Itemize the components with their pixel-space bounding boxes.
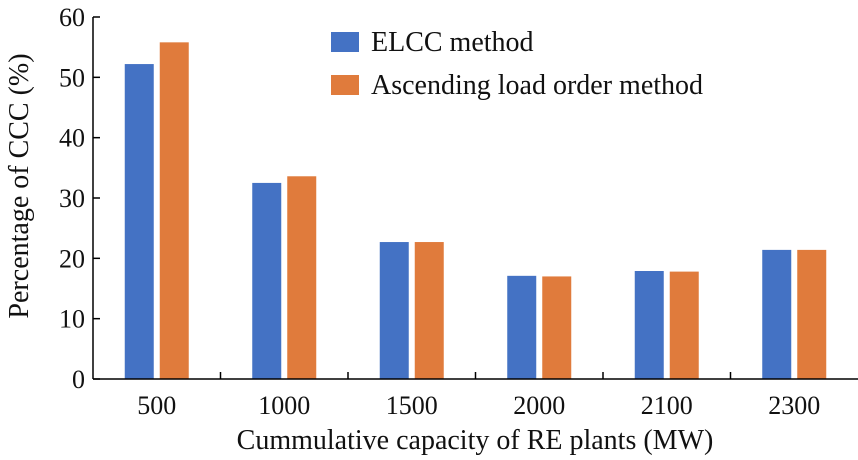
x-tick-label-1500: 1500 [386, 391, 438, 420]
bar-ascending-2300 [797, 249, 827, 379]
y-tick-label-50: 50 [59, 63, 85, 92]
legend-swatch-elcc [331, 32, 359, 52]
legend-label-elcc: ELCC method [371, 27, 534, 58]
bar-ascending-1000 [287, 176, 317, 379]
x-tick-label-2000: 2000 [513, 391, 565, 420]
bar-elcc-2100 [634, 271, 664, 379]
bar-elcc-2000 [507, 275, 537, 379]
bar-elcc-1000 [252, 182, 282, 379]
y-tick-label-0: 0 [72, 365, 85, 394]
bar-elcc-1500 [379, 242, 409, 379]
bar-elcc-2300 [762, 249, 792, 379]
y-tick-label-10: 10 [59, 305, 85, 334]
bar-elcc-500 [124, 64, 154, 379]
bars-group [124, 42, 827, 380]
bar-ascending-1500 [414, 242, 444, 379]
ticks-group: 0 10 20 30 40 50 60 500 1000 1500 2000 2100 2300 [59, 3, 820, 420]
x-axis-title: Cummulative capacity of RE plants (MW) [237, 425, 714, 456]
x-tick-label-1000: 1000 [258, 391, 310, 420]
legend-swatch-ascending [331, 75, 359, 95]
x-tick-label-500: 500 [137, 391, 176, 420]
y-tick-label-40: 40 [59, 124, 85, 153]
bar-ascending-2000 [542, 276, 572, 379]
y-tick-label-60: 60 [59, 3, 85, 32]
x-tick-label-2100: 2100 [641, 391, 693, 420]
bar-ascending-2100 [669, 271, 699, 379]
y-tick-label-20: 20 [59, 244, 85, 273]
y-axis-title: Percentage of CCC (%) [4, 53, 35, 318]
x-tick-label-2300: 2300 [768, 391, 820, 420]
y-tick-label-30: 30 [59, 184, 85, 213]
bar-ascending-500 [159, 42, 189, 380]
legend-label-ascending: Ascending load order method [371, 70, 703, 101]
